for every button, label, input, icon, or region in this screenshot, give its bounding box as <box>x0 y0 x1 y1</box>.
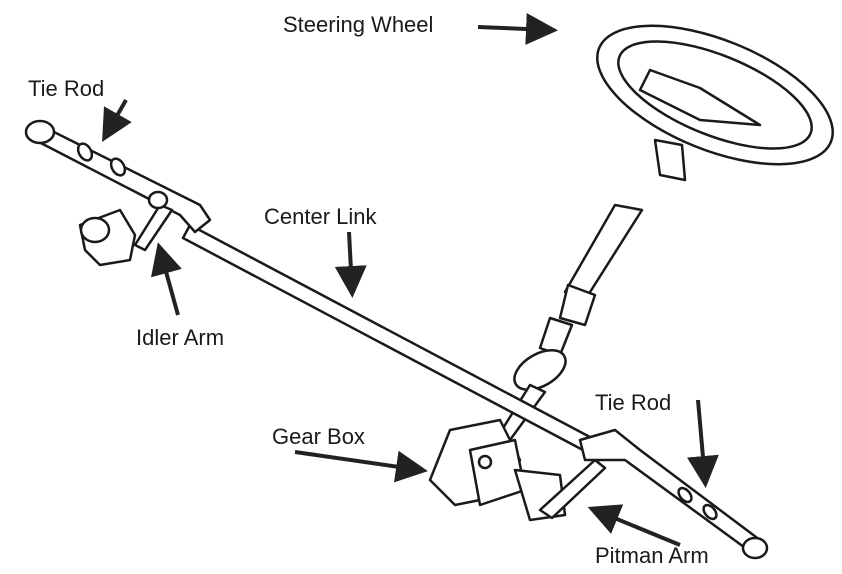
arrow-center-link <box>334 231 367 298</box>
gear-box-shape <box>428 418 567 522</box>
label-pitman-arm: Pitman Arm <box>595 543 709 568</box>
label-tie-rod-left: Tie Rod <box>28 76 105 101</box>
arrow-steering-wheel <box>477 13 558 45</box>
arrow-tie-rod-left <box>102 99 132 142</box>
arrow-idler-arm <box>150 242 182 316</box>
label-idler-arm: Idler Arm <box>136 325 225 350</box>
label-gear-box: Gear Box <box>272 424 365 449</box>
idler-arm-shape <box>78 190 174 267</box>
label-steering-wheel: Steering Wheel <box>283 12 434 37</box>
pitman-arm-shape <box>538 458 607 520</box>
arrow-pitman-arm <box>587 504 681 547</box>
tie-rod-right-shape <box>578 428 769 560</box>
label-tie-rod-right: Tie Rod <box>595 390 672 415</box>
arrow-gear-box <box>294 450 428 483</box>
label-center-link: Center Link <box>264 204 377 229</box>
arrow-tie-rod-right <box>686 399 719 488</box>
steering-wheel-shape <box>596 24 834 182</box>
